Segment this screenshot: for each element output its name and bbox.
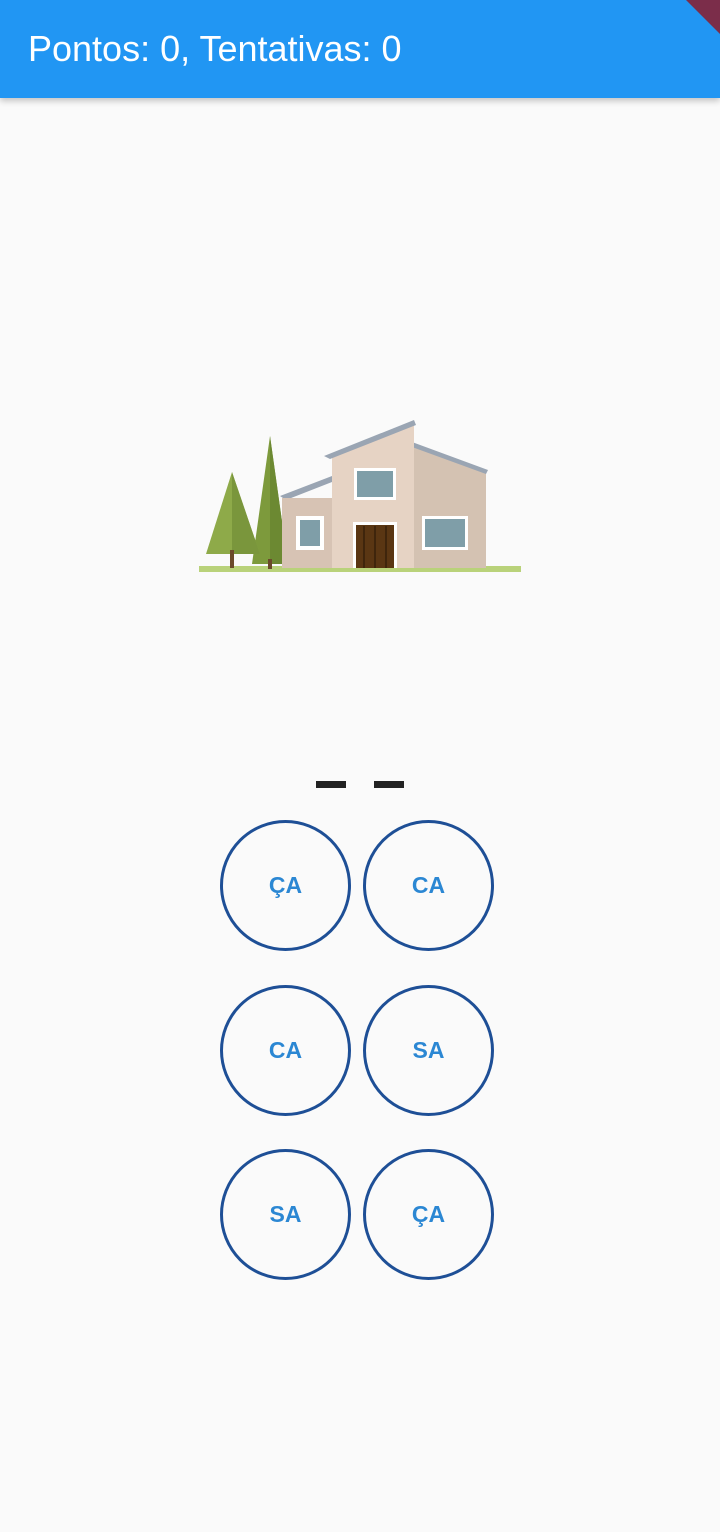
score-title: Pontos: 0, Tentativas: 0 [28,28,402,69]
debug-banner [686,0,720,34]
syllable-button[interactable]: ÇA [363,1149,494,1280]
syllable-blank [374,780,405,788]
word-blanks [0,762,720,802]
app-bar: Pontos: 0, Tentativas: 0 [0,0,720,98]
house-icon [199,420,521,572]
syllable-button[interactable]: CA [363,820,494,951]
syllable-button[interactable]: SA [363,985,494,1116]
syllable-button[interactable]: ÇA [220,820,351,951]
syllable-button[interactable]: SA [220,1149,351,1280]
syllable-button[interactable]: CA [220,985,351,1116]
syllable-blank [315,780,346,788]
